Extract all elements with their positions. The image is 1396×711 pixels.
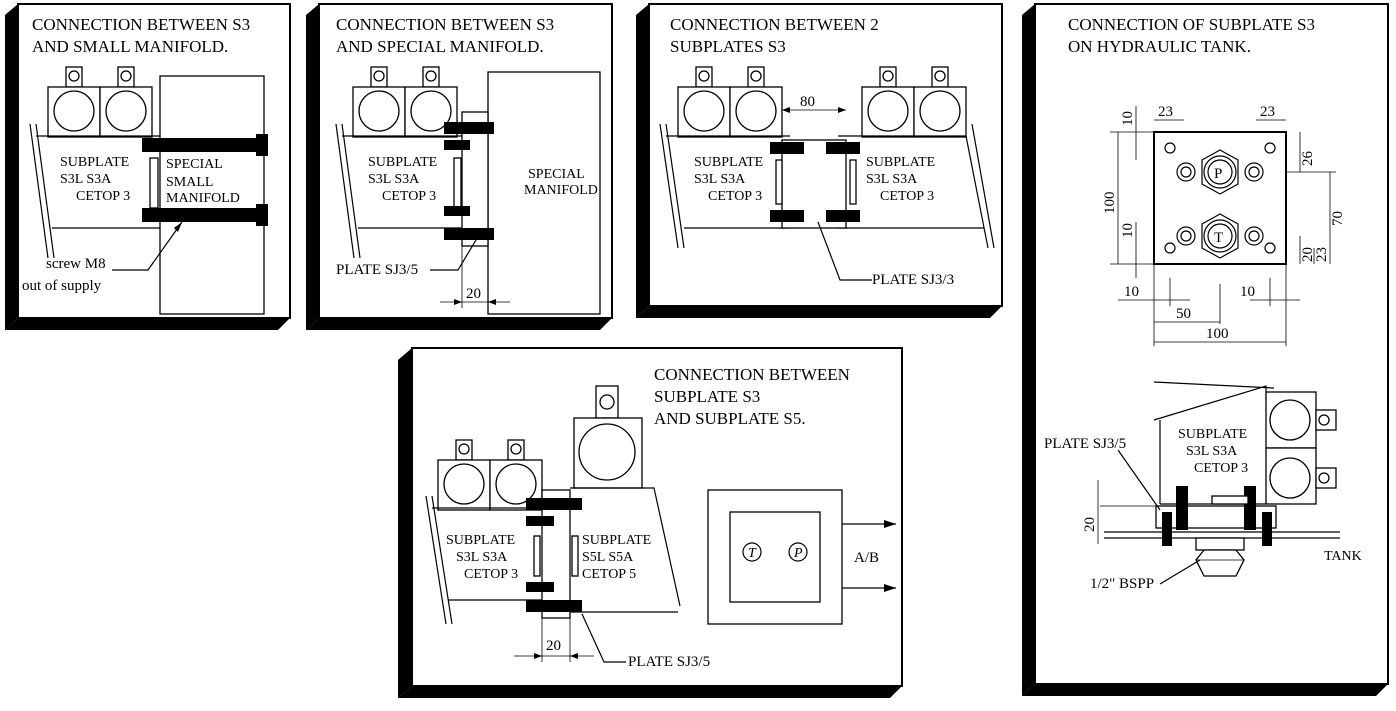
svg-text:S3L S3A: S3L S3A [1186,444,1238,459]
p2-valves [352,66,458,138]
svg-text:100: 100 [1102,192,1118,215]
svg-text:P: P [793,546,803,561]
p1-screw-supply: out of supply [22,278,102,294]
svg-text:70: 70 [1330,211,1346,226]
svg-text:SUBPLATE: SUBPLATE [446,533,515,548]
svg-text:CONNECTION OF SUBPLATE S3: CONNECTION OF SUBPLATE S3 [1068,15,1315,34]
p4-bspp-label: 1/2" BSPP [1090,576,1154,592]
svg-text:S3L S3A: S3L S3A [694,172,746,187]
p5-valves-s3 [437,439,543,511]
svg-text:S3L S3A: S3L S3A [60,172,112,187]
p4-tank-label: TANK [1324,549,1362,564]
svg-text:MANIFOLD: MANIFOLD [166,191,240,206]
svg-text:CETOP 3: CETOP 3 [382,189,436,204]
svg-text:CONNECTION BETWEEN: CONNECTION BETWEEN [654,365,850,384]
svg-text:SUBPLATES S3: SUBPLATES S3 [670,37,786,56]
panel-small-manifold: CONNECTION BETWEEN S3 AND SMALL MANIFOLD… [5,3,291,330]
p3-valves-right [861,66,967,138]
panel-special-manifold: CONNECTION BETWEEN S3 AND SPECIAL MANIFO… [306,3,613,330]
svg-text:10: 10 [1120,223,1136,238]
p5-plate-label: PLATE SJ3/5 [628,654,710,670]
svg-text:20: 20 [1082,517,1098,532]
svg-text:10: 10 [1124,284,1139,300]
p1-valve-right [99,66,153,138]
svg-text:P: P [1214,166,1222,182]
panel-two-subplates: CONNECTION BETWEEN 2 SUBPLATES S3 [636,3,1003,318]
svg-text:CETOP 3: CETOP 3 [1194,461,1248,476]
svg-text:SUBPLATE: SUBPLATE [582,533,651,548]
svg-text:T: T [1214,230,1223,246]
svg-text:26: 26 [1300,151,1316,167]
panel-hydraulic-tank: CONNECTION OF SUBPLATE S3 ON HYDRAULIC T… [1022,3,1389,696]
svg-text:SUBPLATE S3: SUBPLATE S3 [654,387,760,406]
svg-text:23: 23 [1158,104,1173,120]
svg-text:S5L S5A: S5L S5A [582,550,634,565]
svg-text:SPECIAL: SPECIAL [166,157,223,172]
svg-text:T: T [748,546,757,561]
svg-text:SUBPLATE: SUBPLATE [866,155,935,170]
svg-text:AND SPECIAL MANIFOLD.: AND SPECIAL MANIFOLD. [336,37,544,56]
p2-plate [461,111,489,247]
svg-text:20: 20 [546,638,561,654]
p4-plate-label: PLATE SJ3/5 [1044,436,1126,452]
p4-port-t: T [1176,213,1264,259]
svg-text:SPECIAL: SPECIAL [528,167,585,182]
svg-text:CETOP 3: CETOP 3 [464,567,518,582]
svg-text:10: 10 [1240,284,1255,300]
svg-text:ON HYDRAULIC TANK.: ON HYDRAULIC TANK. [1068,37,1251,56]
p2-plate-label: PLATE SJ3/5 [336,262,418,278]
svg-text:80: 80 [800,94,815,110]
p1-screw-label: screw M8 [46,256,106,272]
svg-text:CETOP 3: CETOP 3 [76,189,130,204]
svg-text:SUBPLATE: SUBPLATE [1178,427,1247,442]
p1-title-1: CONNECTION BETWEEN S3 [32,15,250,34]
p1-manifold [159,75,265,315]
svg-text:SUBPLATE: SUBPLATE [368,155,437,170]
svg-text:SUBPLATE: SUBPLATE [60,155,129,170]
svg-text:100: 100 [1206,326,1229,342]
svg-text:23: 23 [1260,104,1275,120]
svg-text:SUBPLATE: SUBPLATE [694,155,763,170]
svg-text:CONNECTION BETWEEN S3: CONNECTION BETWEEN S3 [336,15,554,34]
svg-text:20: 20 [466,286,481,302]
svg-text:10: 10 [1120,111,1136,126]
p3-valves-left [677,66,783,138]
p1-title-2: AND SMALL MANIFOLD. [32,37,228,56]
p4-plate [1155,505,1277,529]
svg-text:S3L S3A: S3L S3A [456,550,508,565]
p4-port-p: P [1176,149,1264,195]
svg-text:A/B: A/B [854,550,879,566]
svg-text:CETOP 5: CETOP 5 [582,567,636,582]
p5-plate [541,489,571,619]
svg-text:MANIFOLD: MANIFOLD [524,183,598,198]
svg-text:S3L S3A: S3L S3A [368,172,420,187]
p5-valve-s5 [573,385,643,489]
svg-text:SMALL: SMALL [166,175,213,190]
svg-text:23: 23 [1314,247,1330,262]
svg-text:CONNECTION BETWEEN 2: CONNECTION BETWEEN 2 [670,15,879,34]
p4-mount-plate [1153,131,1287,265]
svg-text:CETOP 3: CETOP 3 [708,189,762,204]
svg-text:50: 50 [1176,306,1191,322]
p2-manifold [487,71,601,315]
panel-subplate-s5: CONNECTION BETWEEN SUBPLATE S3 AND SUBPL… [398,347,903,698]
svg-text:20: 20 [1300,247,1316,262]
svg-text:CETOP 3: CETOP 3 [880,189,934,204]
svg-text:AND SUBPLATE S5.: AND SUBPLATE S5. [654,409,806,428]
p3-plate-label: PLATE SJ3/3 [872,272,954,288]
svg-text:S3L S3A: S3L S3A [866,172,918,187]
